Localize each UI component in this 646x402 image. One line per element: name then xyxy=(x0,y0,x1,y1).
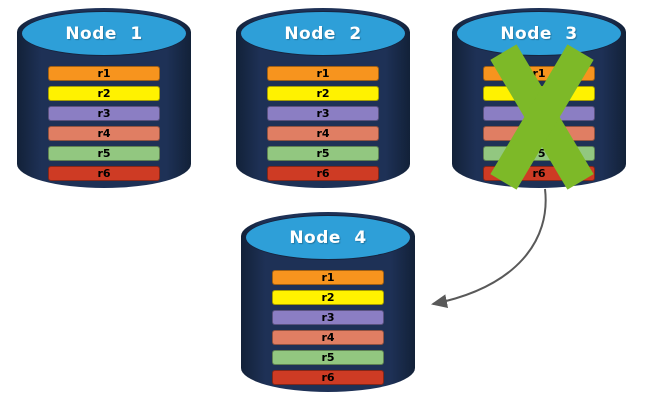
replica-list: r1 r2 r3 r4 r5 r6 xyxy=(267,66,379,186)
x-mark-icon xyxy=(490,44,594,190)
node-1: Node 1 r1 r2 r3 r4 r5 r6 xyxy=(17,8,191,188)
node-3: Node 3 r1 r2 r3 r4 r5 r6 xyxy=(452,8,626,190)
replica-row-r1: r1 xyxy=(272,270,384,285)
replica-row-r3: r3 xyxy=(272,310,384,325)
replica-row-r2: r2 xyxy=(267,86,379,101)
replica-row-r6: r6 xyxy=(272,370,384,385)
replica-row-r5: r5 xyxy=(48,146,160,161)
node-title: Node 3 xyxy=(500,23,578,44)
replica-row-r1: r1 xyxy=(267,66,379,81)
database-cylinder-top: Node 3 xyxy=(456,11,622,56)
replica-row-r4: r4 xyxy=(272,330,384,345)
replica-row-r6: r6 xyxy=(267,166,379,181)
replica-row-r4: r4 xyxy=(48,126,160,141)
arrow-path xyxy=(431,188,547,309)
replica-list: r1 r2 r3 r4 r5 r6 xyxy=(272,270,384,390)
replica-row-r2: r2 xyxy=(48,86,160,101)
node-title: Node 4 xyxy=(289,227,367,248)
node-title: Node 2 xyxy=(284,23,362,44)
database-cylinder-top: Node 4 xyxy=(245,215,411,260)
replica-row-r3: r3 xyxy=(267,106,379,121)
replica-row-r5: r5 xyxy=(272,350,384,365)
replica-row-r5: r5 xyxy=(267,146,379,161)
node-title: Node 1 xyxy=(65,23,143,44)
database-cylinder-top: Node 1 xyxy=(21,11,187,56)
replica-row-r4: r4 xyxy=(267,126,379,141)
replica-row-r6: r6 xyxy=(48,166,160,181)
replica-list: r1 r2 r3 r4 r5 r6 xyxy=(48,66,160,186)
x-stroke xyxy=(490,44,594,190)
replica-row-r2: r2 xyxy=(272,290,384,305)
replica-row-r1: r1 xyxy=(48,66,160,81)
database-cylinder-top: Node 2 xyxy=(240,11,406,56)
node-2: Node 2 r1 r2 r3 r4 r5 r6 xyxy=(236,8,410,188)
node-4: Node 4 r1 r2 r3 r4 r5 r6 xyxy=(241,212,415,392)
replica-row-r3: r3 xyxy=(48,106,160,121)
